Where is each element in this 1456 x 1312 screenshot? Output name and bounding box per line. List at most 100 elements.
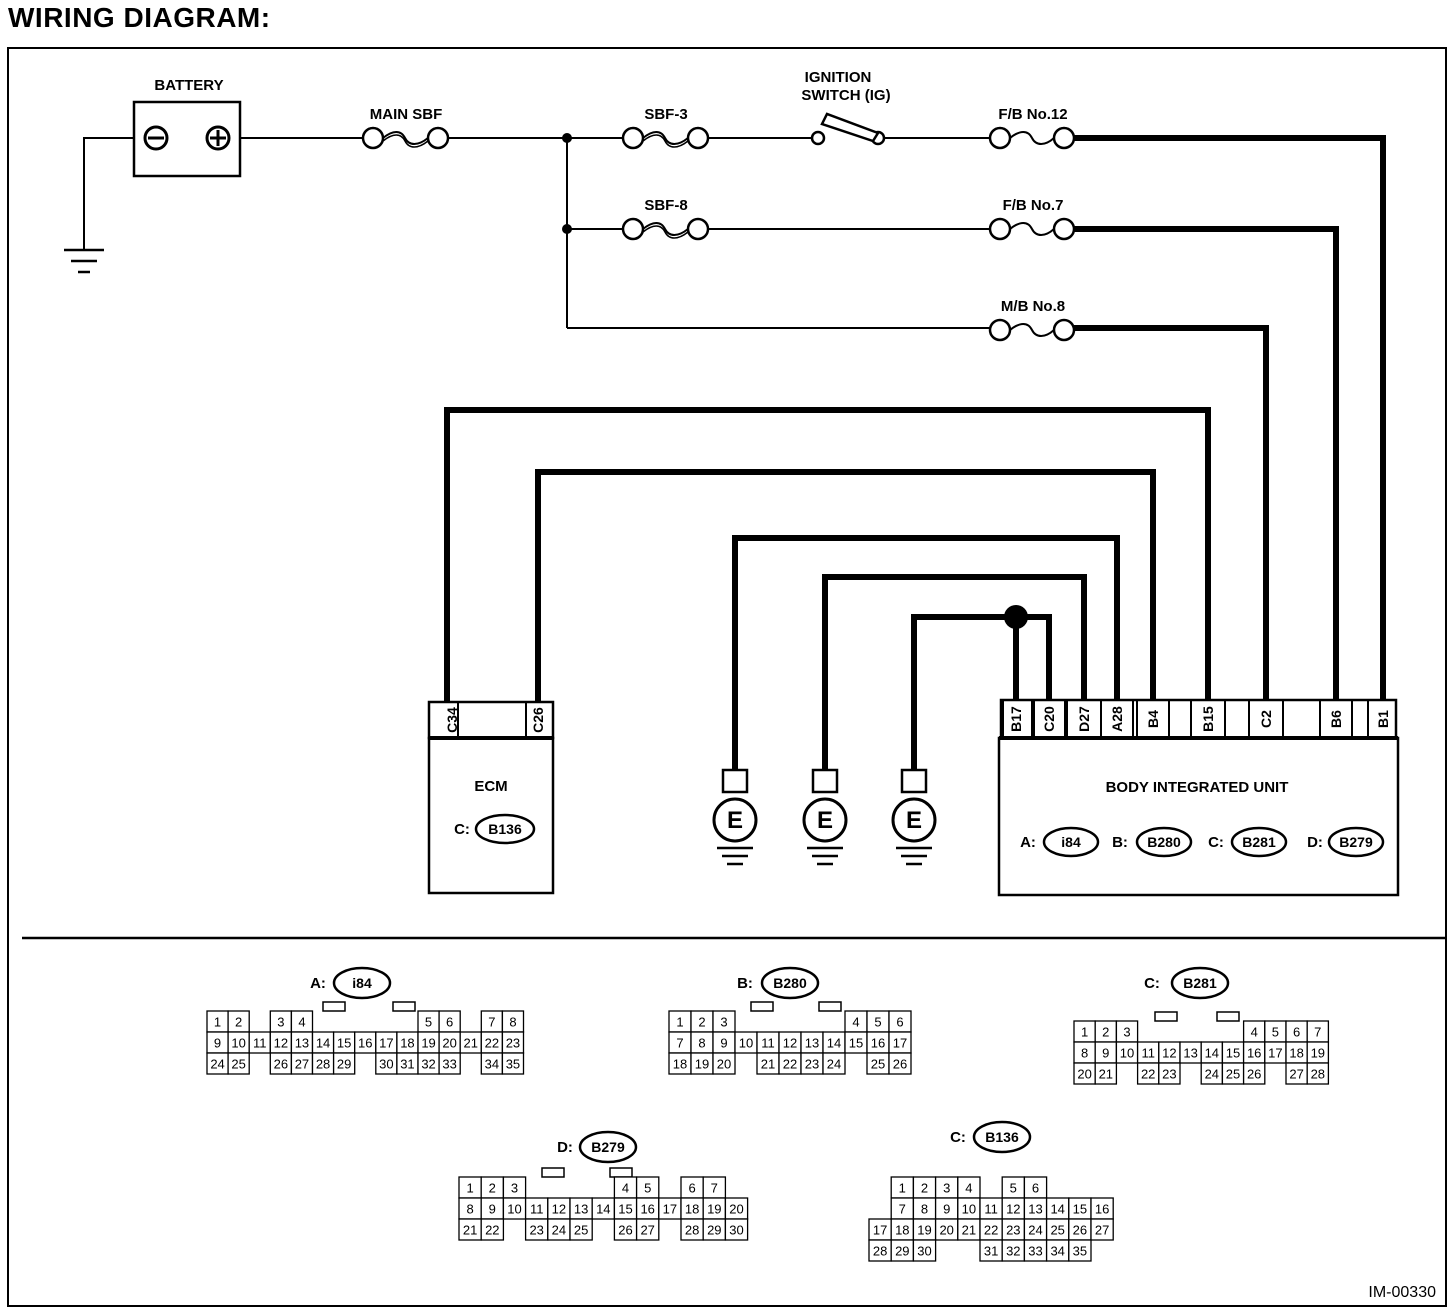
connector-pin-number: 13 (295, 1036, 309, 1051)
connector-pin-cell (1094, 1062, 1118, 1085)
connector-pin-number: 32 (1006, 1244, 1020, 1259)
connector-pin-cell (1068, 1239, 1092, 1262)
connector-pin-number: 5 (1272, 1025, 1279, 1040)
connector-pin-number: 22 (783, 1057, 797, 1072)
connector-pin-number: 21 (761, 1057, 775, 1072)
connector-pin-number: 10 (739, 1036, 753, 1051)
connector-id: B279 (591, 1139, 625, 1155)
connector-pin-number: 25 (574, 1223, 588, 1238)
connector-id: B280 (773, 975, 807, 991)
connector-id: B280 (1147, 834, 1181, 850)
connector-pin-number: 6 (1293, 1025, 1300, 1040)
ignition-label-line2: SWITCH (IG) (801, 87, 890, 104)
connector-badge (1135, 826, 1193, 858)
ignition-label-line1: IGNITION (805, 69, 872, 86)
body-unit-pin-label: B4 (1145, 710, 1161, 728)
ground-label: E (906, 807, 922, 834)
connector-pin-number: 3 (277, 1015, 284, 1030)
connector-pin-number: 23 (506, 1036, 520, 1051)
connector-pin-number: 19 (917, 1223, 931, 1238)
sbf3-fuse: SBF-3 (621, 106, 710, 150)
connector-badge (972, 1120, 1032, 1154)
connector-pin-number: 26 (893, 1057, 907, 1072)
body-unit-pin-label: B1 (1375, 710, 1391, 728)
ground-point-icon: E (802, 768, 848, 866)
connector-pin-number: 13 (574, 1202, 588, 1217)
battery: BATTERY (132, 77, 242, 178)
connector-id: B281 (1242, 834, 1276, 850)
connector-pin-number: 16 (358, 1036, 372, 1051)
connector-badge (1042, 826, 1100, 858)
connector-pin-cell (480, 1218, 505, 1241)
connector-pin-number: 15 (337, 1036, 351, 1051)
fb12-fuse: F/B No.12 (988, 106, 1076, 150)
connector-pin-number: 30 (729, 1223, 743, 1238)
connector-pin-number: 15 (1073, 1202, 1087, 1217)
connector-prefix: A: (310, 975, 326, 992)
connector-pin-number: 13 (1028, 1202, 1042, 1217)
body-unit-pin-label: C20 (1041, 706, 1057, 732)
connector-pin-number: 20 (1077, 1067, 1091, 1082)
connector-pin-number: 23 (805, 1057, 819, 1072)
main-sbf-fuse: MAIN SBF (361, 106, 450, 150)
ground-icon (64, 248, 104, 274)
connector-pin-number: 25 (1226, 1067, 1240, 1082)
connector-badge (332, 966, 392, 1000)
connector-pin-number: 6 (1032, 1181, 1039, 1196)
ground-point-icon: E (891, 768, 937, 866)
connector-pin-number: 8 (509, 1015, 516, 1030)
connector-pin-number: 25 (1050, 1223, 1064, 1238)
connector-pin-number: 7 (711, 1181, 718, 1196)
connector-pin-number: 27 (640, 1223, 654, 1238)
connector-pin-number: 23 (1006, 1223, 1020, 1238)
connector-pin-cell (635, 1218, 660, 1241)
connector-pin-number: 19 (421, 1036, 435, 1051)
connector-pin-number: 26 (274, 1057, 288, 1072)
connector-pin-cell (438, 1052, 461, 1075)
connector-pin-number: 17 (873, 1223, 887, 1238)
ecm-pin-label: C34 (444, 707, 460, 733)
body-unit-connector-ref: D:B279 (1307, 826, 1385, 858)
connector-pin-number: 12 (783, 1036, 797, 1051)
connector-pin-number: 18 (400, 1036, 414, 1051)
ground-point-icon: E (712, 768, 758, 866)
connector-pin-number: 22 (485, 1036, 499, 1051)
connector-pin-number: 7 (488, 1015, 495, 1030)
connector-pin-cell (822, 1052, 846, 1075)
connector-pin-number: 12 (274, 1036, 288, 1051)
connector-pin-number: 10 (231, 1036, 245, 1051)
connector-pin-number: 27 (1289, 1067, 1303, 1082)
connector-pin-number: 30 (379, 1057, 393, 1072)
connector-pin-number: 20 (442, 1036, 456, 1051)
connector-pin-number: 24 (1205, 1067, 1219, 1082)
connector-pin-number: 17 (379, 1036, 393, 1051)
ecm-connector-id: B136 (488, 821, 522, 837)
connector-pin-cell (724, 1218, 749, 1241)
connector-badge (1170, 966, 1230, 1000)
connector-prefix: D: (1307, 834, 1323, 851)
connector-id: B281 (1183, 975, 1217, 991)
connector-pin-number: 6 (688, 1181, 695, 1196)
connector-pin-number: 14 (827, 1036, 841, 1051)
connector-pin-number: 10 (962, 1202, 976, 1217)
body-unit-pin-label: B17 (1008, 706, 1024, 732)
ecm-pin-label: C26 (530, 707, 546, 733)
connector-pin-cell (501, 1052, 525, 1075)
ignition-switch: IGNITION SWITCH (IG) (801, 69, 891, 146)
connector-pin-number: 3 (943, 1181, 950, 1196)
ecm-connector-badge (474, 813, 536, 845)
junction-dot (562, 133, 572, 143)
connector-pin-number: 15 (849, 1036, 863, 1051)
connector-pin-number: 20 (717, 1057, 731, 1072)
connector-id: i84 (1061, 834, 1081, 850)
connector-pin-cell (332, 1052, 356, 1075)
connector-prefix: C: (950, 1129, 966, 1146)
connector-pin-number: 28 (873, 1244, 887, 1259)
connector-pin-number: 22 (984, 1223, 998, 1238)
connector-pin-number: 24 (210, 1057, 224, 1072)
ecm-title: ECM (474, 778, 507, 795)
connector-badge (578, 1130, 638, 1164)
connector-pin-number: 19 (695, 1057, 709, 1072)
